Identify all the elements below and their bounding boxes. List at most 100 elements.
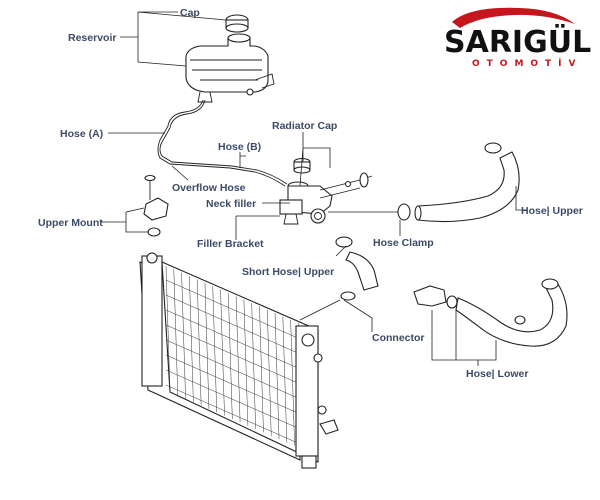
connector-part bbox=[413, 285, 447, 307]
radiator-fin-line bbox=[267, 309, 272, 436]
leader-connector bbox=[299, 299, 373, 332]
lower-hose-clamp-b bbox=[541, 278, 559, 290]
reservoir-bracket bbox=[197, 91, 213, 103]
hose-a-outline bbox=[159, 99, 288, 185]
radiator-lower-mount bbox=[301, 455, 317, 469]
label-hose-upper: Hose| Upper bbox=[521, 205, 583, 217]
leader-radiator-cap bbox=[299, 132, 331, 187]
short-hose-upper-part bbox=[345, 251, 379, 291]
leader-filler-bracket bbox=[235, 215, 280, 240]
hose-upper-part bbox=[417, 151, 520, 223]
hose-clamp-part bbox=[397, 203, 411, 221]
hose-upper-clamp bbox=[484, 142, 502, 154]
hose-lower-part bbox=[455, 283, 568, 347]
filler-bracket-part bbox=[279, 199, 303, 215]
radiator-tube-line bbox=[165, 294, 317, 362]
radiator-fin-line bbox=[290, 319, 295, 446]
leader-short-hose-upper bbox=[335, 245, 347, 257]
radiator-fin-line bbox=[251, 303, 256, 430]
upper-mount-assembly bbox=[143, 174, 169, 237]
radiator-fin-line bbox=[235, 296, 241, 423]
neck-filler-assembly bbox=[279, 157, 373, 225]
logo-car-swoosh-icon bbox=[452, 7, 575, 28]
logo-wordmark: SARIGÜL bbox=[444, 23, 591, 60]
brand-logo: SARIGÜL OTOMOTİV bbox=[444, 7, 591, 69]
radiator-tube-line bbox=[165, 384, 317, 452]
neck-filler-bolt bbox=[344, 180, 352, 188]
mount-bolt-head bbox=[144, 174, 156, 182]
short-hose-lower-clamp bbox=[340, 291, 356, 301]
radiator-cap-rim bbox=[293, 166, 311, 174]
lower-hose-clamp-c bbox=[514, 315, 526, 325]
label-hose-clamp: Hose Clamp bbox=[373, 237, 434, 249]
radiator-fin-line bbox=[243, 299, 249, 426]
radiator-tube-line bbox=[165, 339, 317, 407]
hose-a-part bbox=[157, 99, 286, 187]
radiator-tube-line bbox=[165, 309, 317, 377]
radiator-left-tank bbox=[141, 255, 163, 387]
label-short-hose-upper: Short Hose| Upper bbox=[242, 266, 334, 278]
radiator-fin-line bbox=[228, 292, 233, 419]
radiator-mount-pin bbox=[146, 252, 158, 264]
filler-bracket-foot bbox=[283, 213, 299, 225]
hose-upper-end bbox=[414, 205, 422, 221]
radiator-fin-line bbox=[274, 313, 280, 440]
neck-filler-inlet bbox=[310, 208, 326, 224]
radiator-fin-line bbox=[204, 282, 210, 409]
leader-upper-mount bbox=[100, 207, 148, 233]
leader-hose-clamp bbox=[328, 211, 401, 236]
radiator-fin-line bbox=[196, 279, 202, 406]
leader-hose-b bbox=[239, 152, 246, 168]
label-cap: Cap bbox=[180, 7, 200, 19]
radiator-fin-line bbox=[189, 276, 194, 403]
radiator-fin-line bbox=[282, 316, 288, 443]
label-neck-filler: Neck filler bbox=[206, 198, 256, 210]
reservoir-ribs bbox=[190, 59, 262, 81]
upper-mount-grommet bbox=[147, 227, 161, 237]
radiator-tube-line bbox=[165, 354, 317, 422]
radiator-tube-line bbox=[165, 369, 317, 437]
radiator-fitting-a bbox=[313, 353, 323, 363]
radiator-fin-line bbox=[212, 286, 217, 413]
label-hose-lower: Hose| Lower bbox=[466, 368, 528, 380]
reservoir-neck bbox=[227, 33, 251, 43]
label-hose-b: Hose (B) bbox=[218, 141, 261, 153]
labels: Cap Reservoir Hose (A) Radiator Cap Hose… bbox=[38, 7, 583, 380]
reservoir-bolt bbox=[246, 88, 254, 96]
radiator-core-face bbox=[161, 261, 319, 463]
label-hose-a: Hose (A) bbox=[60, 128, 103, 140]
label-connector: Connector bbox=[372, 332, 425, 344]
reservoir-tab bbox=[254, 73, 275, 89]
label-reservoir: Reservoir bbox=[68, 32, 116, 44]
upper-hose-assembly bbox=[397, 142, 520, 223]
upper-mount-part bbox=[143, 197, 169, 221]
leader-hose-lower bbox=[431, 310, 497, 361]
radiator-fin-line bbox=[165, 265, 171, 393]
radiator-inlet bbox=[301, 333, 315, 347]
radiator-tube-line bbox=[165, 324, 317, 392]
radiator-fin-line bbox=[181, 272, 186, 399]
radiator-fin-line bbox=[259, 306, 264, 433]
radiator-part bbox=[139, 252, 339, 469]
reservoir-tank-part bbox=[185, 37, 269, 93]
label-filler-bracket: Filler Bracket bbox=[197, 238, 264, 250]
short-hose-clamp bbox=[335, 236, 353, 248]
radiator-fitting-b bbox=[317, 405, 327, 415]
radiator-fin-line bbox=[220, 289, 225, 416]
leader-overflow-hose bbox=[171, 165, 189, 181]
lower-hose-clamp-a bbox=[446, 295, 458, 309]
label-upper-mount: Upper Mount bbox=[38, 217, 103, 229]
radiator-tube-line bbox=[165, 279, 317, 347]
leader-lines bbox=[100, 11, 526, 366]
short-hose-upper-assembly bbox=[335, 236, 379, 301]
lower-hose-assembly bbox=[413, 278, 568, 347]
leader-cap bbox=[137, 11, 227, 67]
radiator-drain-plug bbox=[319, 419, 339, 435]
leader-hose-upper bbox=[515, 186, 526, 211]
reservoir-cap-bottom bbox=[225, 23, 249, 33]
reservoir-assembly bbox=[185, 14, 275, 103]
neck-filler-inlet-bore bbox=[314, 212, 322, 220]
label-overflow-hose: Overflow Hose bbox=[172, 182, 246, 194]
